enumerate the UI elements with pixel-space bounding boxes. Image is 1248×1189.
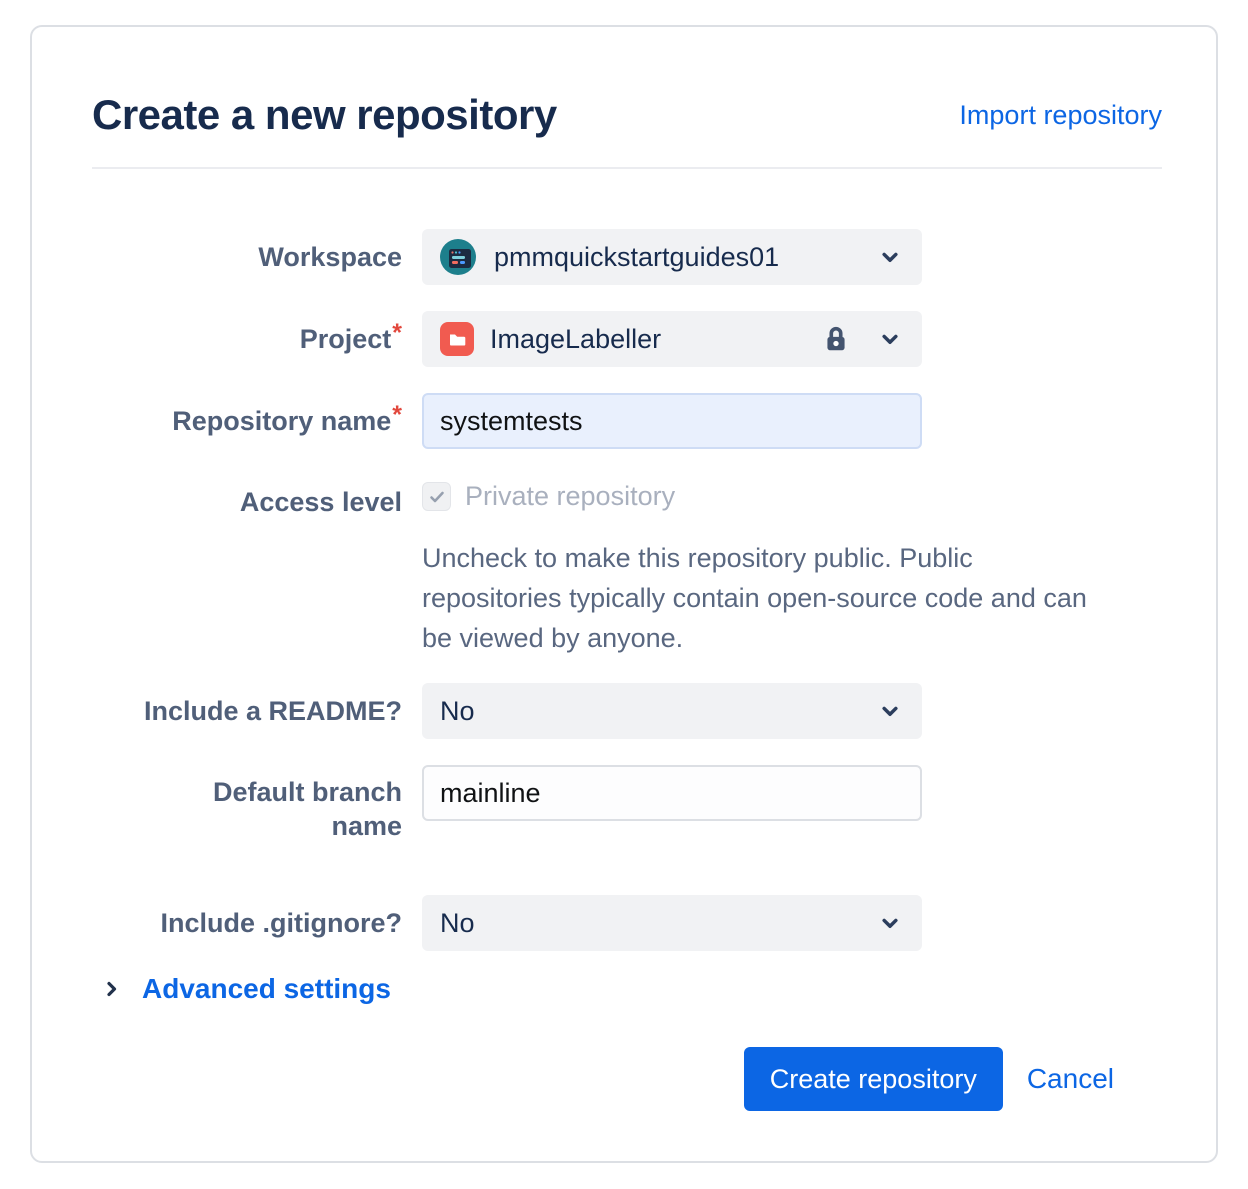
- page-title: Create a new repository: [92, 91, 557, 138]
- required-asterisk: *: [392, 318, 402, 347]
- access-level-group: Private repository Uncheck to make this …: [422, 475, 1162, 658]
- readme-select[interactable]: No: [422, 683, 922, 739]
- project-icon: [440, 322, 474, 356]
- dialog-header: Create a new repository Import repositor…: [92, 91, 1162, 169]
- readme-label: Include a README?: [143, 696, 402, 726]
- required-asterisk: *: [392, 400, 402, 429]
- lock-icon: [822, 324, 850, 354]
- readme-value: No: [440, 695, 475, 726]
- access-level-help-text: Uncheck to make this repository public. …: [422, 543, 1087, 653]
- default-branch-input[interactable]: [422, 765, 922, 821]
- project-select[interactable]: ImageLabeller: [422, 311, 922, 367]
- project-row: Project* ImageLabeller: [92, 311, 1162, 367]
- create-repository-dialog: Create a new repository Import repositor…: [30, 25, 1218, 1163]
- gitignore-label: Include .gitignore?: [160, 908, 403, 938]
- chevron-down-icon: [876, 325, 904, 353]
- workspace-row: Workspace pmmquickstar: [92, 229, 1162, 285]
- workspace-label: Workspace: [258, 242, 402, 272]
- gitignore-select[interactable]: No: [422, 895, 922, 951]
- cancel-button[interactable]: Cancel: [1026, 1063, 1114, 1094]
- private-repository-option: Private repository: [422, 475, 1162, 512]
- create-repository-button[interactable]: Create repository: [743, 1047, 1003, 1111]
- workspace-avatar: [440, 239, 476, 275]
- advanced-settings-toggle[interactable]: Advanced settings: [100, 973, 1162, 1005]
- workspace-select[interactable]: pmmquickstartguides01: [422, 229, 922, 285]
- chevron-down-icon: [876, 697, 904, 725]
- access-level-row: Access level Private repository Uncheck …: [92, 475, 1162, 658]
- chevron-down-icon: [876, 243, 904, 271]
- default-branch-label: Default branch name: [212, 777, 402, 841]
- workspace-value: pmmquickstartguides01: [494, 241, 780, 272]
- chevron-down-icon: [876, 909, 904, 937]
- private-repository-checkbox[interactable]: [422, 482, 451, 511]
- gitignore-value: No: [440, 907, 475, 938]
- private-repository-label: Private repository: [465, 481, 676, 511]
- access-level-label: Access level: [239, 487, 402, 517]
- gitignore-row: Include .gitignore? No: [92, 895, 1162, 951]
- project-label: Project*: [299, 318, 402, 354]
- default-branch-row: Default branch name: [92, 765, 1162, 843]
- import-repository-link[interactable]: Import repository: [959, 99, 1162, 130]
- repository-name-row: Repository name*: [92, 393, 1162, 449]
- readme-row: Include a README? No: [92, 683, 1162, 739]
- chevron-right-icon: [100, 977, 124, 1001]
- project-value: ImageLabeller: [490, 323, 662, 354]
- repository-name-label: Repository name*: [172, 400, 402, 436]
- repository-name-input[interactable]: [422, 393, 922, 449]
- advanced-settings-label: Advanced settings: [142, 973, 391, 1004]
- dialog-footer: Create repository Cancel: [92, 1047, 1162, 1111]
